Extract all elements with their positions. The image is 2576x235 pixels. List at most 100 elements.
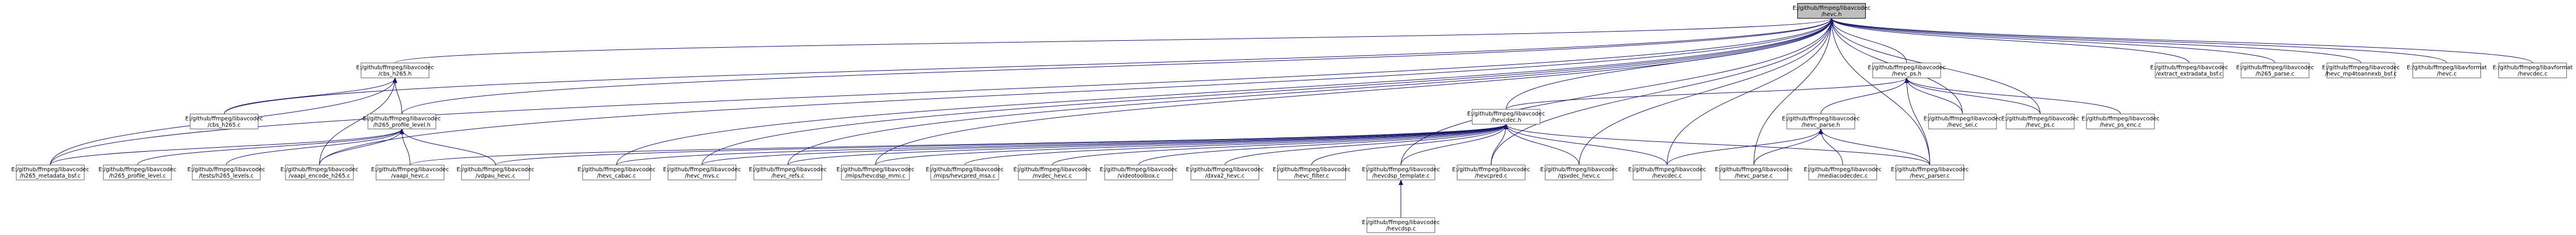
node-dir-label: E:/github/ffmpeg/libavcodec: [187, 167, 265, 173]
graph-node-libavformat-hevc-c[interactable]: E:/github/ffmpeg/libavformat/hevc.c: [2407, 63, 2487, 79]
dependency-edge: [223, 77, 398, 114]
graph-node-videotoolbox-c[interactable]: E:/github/ffmpeg/libavcodec/videotoolbox…: [1099, 164, 1178, 180]
node-dir-label: E:/github/ffmpeg/libavcodec: [2002, 115, 2079, 122]
node-file-label: /h265_parse.c: [2255, 71, 2295, 78]
node-box: [1719, 164, 1789, 180]
graph-node-hevcdec-c[interactable]: E:/github/ffmpeg/libavcodec/hevcdec.c: [1628, 164, 1706, 180]
dependency-edge: [787, 17, 1834, 165]
node-box: [16, 164, 85, 180]
graph-node-mediacodecdec-c[interactable]: E:/github/ffmpeg/libavcodec/mediacodecde…: [1804, 164, 1882, 180]
graph-node-nvdec-hevc-c[interactable]: E:/github/ffmpeg/libavcodec/nvdec_hevc.c: [1013, 164, 1091, 180]
graph-node-mips-hevcpred-msa[interactable]: E:/github/ffmpeg/libavcodec/mips/hevcpre…: [926, 164, 1003, 180]
dependency-edge: [1904, 77, 2121, 114]
graph-node-hevc-cabac-c[interactable]: E:/github/ffmpeg/libavcodec/hevc_cabac.c: [577, 164, 656, 180]
dependency-edge: [1829, 17, 2361, 63]
graph-node-hevc-mp4toannexb[interactable]: E:/github/ffmpeg/libavcodec/hevc_mp4toan…: [2322, 63, 2400, 79]
node-layer: E:/github/ffmpeg/libavcodec/hevc.hE:/git…: [12, 3, 2573, 233]
graph-node-hevc-filter-c[interactable]: E:/github/ffmpeg/libavcodec/hevc_filter.…: [1273, 164, 1350, 180]
dependency-edge: [1818, 128, 1931, 165]
node-dir-label: E:/github/ffmpeg/libavcodec: [1013, 167, 1091, 173]
node-file-label: /videotoolbox.c: [1117, 173, 1159, 179]
graph-node-cbs-h265-c[interactable]: E:/github/ffmpeg/libavcodec/cbs_h265.c: [185, 113, 263, 129]
dependency-edge: [1490, 17, 1834, 165]
node-box: [841, 164, 910, 180]
node-box: [1872, 63, 1941, 79]
dependency-edge: [1490, 124, 1509, 165]
dependency-edge: [1504, 124, 1668, 165]
graph-node-qsvdec-hevc-c[interactable]: E:/github/ffmpeg/libavcodec/qsvdec_hevc.…: [1540, 164, 1618, 180]
graph-node-hevcdsp-template-c[interactable]: E:/github/ffmpeg/libavcodec/hevcdsp_temp…: [1362, 164, 1440, 180]
dependency-edge: [1829, 17, 1931, 165]
graph-node-vaapi-hevc-c[interactable]: E:/github/ffmpeg/libavcodec/vaapi_hevc.c: [371, 164, 449, 180]
dependency-edge: [964, 124, 1509, 165]
graph-node-hevc-parse-c[interactable]: E:/github/ffmpeg/libavcodec/hevc_parse.c: [1715, 164, 1793, 180]
graph-node-hevcdsp-c[interactable]: E:/github/ffmpeg/libavcodec/hevcdsp.c: [1362, 217, 1440, 233]
graph-node-vdpau-hevc-c[interactable]: E:/github/ffmpeg/libavcodec/vdpau_hevc.c: [456, 164, 534, 180]
node-box: [2086, 113, 2155, 129]
node-box: [103, 164, 172, 180]
graph-node-h265-metadata-bsf[interactable]: E:/github/ffmpeg/libavcodec/h265_metadat…: [12, 164, 89, 180]
node-box: [192, 164, 261, 180]
graph-node-hevcdec-c-fmt[interactable]: E:/github/ffmpeg/libavformat/hevcdec.c: [2493, 63, 2573, 79]
graph-node-vaapi-encode-h265[interactable]: E:/github/ffmpeg/libavcodec/vaapi_encode…: [280, 164, 358, 180]
node-file-label: /hevcpred.c: [1475, 173, 1507, 179]
graph-node-hevc-mvs-c[interactable]: E:/github/ffmpeg/libavcodec/hevc_mvs.c: [663, 164, 741, 180]
graph-node-h265-profile-level-c[interactable]: E:/github/ffmpeg/libavcodec/h265_profile…: [98, 164, 176, 180]
node-file-label: /hevc_parse.c: [1735, 173, 1773, 179]
node-file-label: /dxva2_hevc.c: [1205, 173, 1245, 179]
dependency-edge: [401, 17, 1834, 114]
node-box: [2240, 63, 2309, 79]
dependency-edge: [399, 128, 496, 165]
dependency-edge: [701, 124, 1509, 165]
node-file-label: /mediacodecdec.c: [1818, 173, 1868, 179]
dependency-edge: [1829, 17, 2276, 63]
node-box: [754, 164, 823, 180]
node-file-label: /hevcdec.c: [1652, 173, 1682, 179]
dependency-edge: [1505, 77, 1909, 110]
graph-node-hevc-parser-c[interactable]: E:/github/ffmpeg/libavcodec/hevc_parser.…: [1891, 164, 1969, 180]
graph-node-hevc-h: E:/github/ffmpeg/libavcodec/hevc.h: [1793, 3, 1870, 19]
dependency-edge: [1504, 124, 1580, 165]
graph-node-h265-profile-level-h[interactable]: E:/github/ffmpeg/libavcodec/h265_profile…: [363, 113, 441, 129]
graph-node-hevc-ps-enc-c[interactable]: E:/github/ffmpeg/libavcodec/hevc_ps_enc.…: [2082, 113, 2159, 129]
node-dir-label: E:/github/ffmpeg/libavcodec: [1467, 111, 1545, 117]
node-box: [1471, 109, 1540, 125]
graph-node-hevc-parse-h[interactable]: E:/github/ffmpeg/libavcodec/hevc_parse.h: [1782, 113, 1860, 129]
node-file-label: /hevc_cabac.c: [597, 173, 636, 179]
node-file-label: /extract_extradata_bsf.c: [2156, 71, 2223, 78]
dependency-edge: [1311, 124, 1509, 165]
graph-node-hevc-refs-c[interactable]: E:/github/ffmpeg/libavcodec/hevc_refs.c: [749, 164, 827, 180]
graph-node-hevc-ps-h[interactable]: E:/github/ffmpeg/libavcodec/hevc_ps.h: [1868, 63, 1946, 79]
graph-node-mips-hevcdsp-mmi[interactable]: E:/github/ffmpeg/libavcodec/mips/hevcdsp…: [836, 164, 914, 180]
graph-node-hevc-ps-c[interactable]: E:/github/ffmpeg/libavcodec/hevc_ps.c: [2002, 113, 2079, 129]
dependency-edge: [1820, 77, 1909, 114]
node-dir-label: E:/github/ffmpeg/libavcodec: [2150, 65, 2228, 71]
node-box: [2413, 63, 2482, 79]
graph-node-h265-parse-c[interactable]: E:/github/ffmpeg/libavcodec/h265_parse.c: [2236, 63, 2314, 79]
graph-node-hevcpred-c[interactable]: E:/github/ffmpeg/libavcodec/hevcpred.c: [1452, 164, 1530, 180]
graph-node-tests-h265-levels[interactable]: E:/github/ffmpeg/libavcodec/tests/h265_l…: [187, 164, 265, 180]
node-box: [360, 63, 429, 79]
dependency-edge: [1666, 128, 1824, 165]
node-file-label: /tests/h265_levels.c: [199, 173, 253, 179]
node-box: [2498, 63, 2567, 79]
graph-node-dxva2-hevc-c[interactable]: E:/github/ffmpeg/libavcodec/dxva2_hevc.c: [1186, 164, 1264, 180]
node-box: [367, 113, 436, 129]
dependency-edge: [787, 124, 1509, 165]
node-dir-label: E:/github/ffmpeg/libavcodec: [1891, 167, 1969, 173]
dependency-edge: [1818, 128, 1843, 165]
dependency-edge: [1829, 17, 2533, 64]
node-box: [1928, 113, 1997, 129]
node-dir-label: E:/github/ffmpeg/libavcodec: [1452, 167, 1530, 173]
node-box: [375, 164, 444, 180]
node-dir-label: E:/github/ffmpeg/libavformat: [2407, 65, 2487, 71]
node-dir-label: E:/github/ffmpeg/libavcodec: [356, 65, 434, 71]
dependency-edge: [1829, 17, 2447, 64]
graph-node-hevc-sei-c[interactable]: E:/github/ffmpeg/libavcodec/hevc_sei.c: [1924, 113, 2002, 129]
graph-node-cbs-h265-h[interactable]: E:/github/ffmpeg/libavcodec/cbs_h265.h: [356, 63, 434, 79]
graph-node-hevcdec-h[interactable]: E:/github/ffmpeg/libavcodec/hevcdec.h: [1467, 109, 1545, 125]
node-file-label: /vaapi_hevc.c: [391, 173, 429, 179]
graph-node-extract-extradata[interactable]: E:/github/ffmpeg/libavcodec/extract_extr…: [2150, 63, 2228, 79]
dependency-edge: [223, 17, 1834, 114]
